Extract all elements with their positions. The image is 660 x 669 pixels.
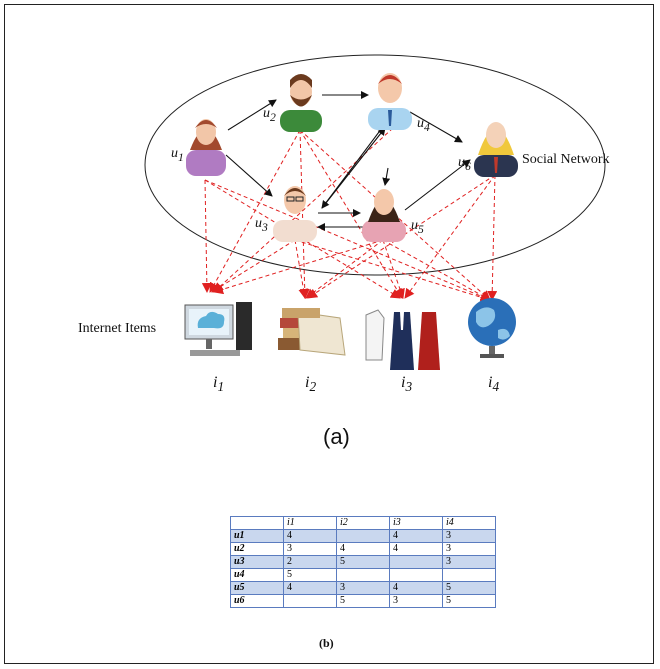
figure-frame [4, 4, 654, 664]
rating-cell: 4 [389, 581, 443, 595]
table-row: u5 4 3 4 5 [230, 581, 496, 595]
table-row: u1 4 4 3 [230, 529, 496, 543]
item-i4-globe-icon [468, 298, 516, 358]
item-i3-clothes-icon [365, 309, 440, 370]
social-network-ellipse [144, 54, 606, 276]
rating-cell: 3 [389, 594, 443, 608]
item-label-i3: i3 [401, 374, 413, 395]
row-user: u4 [230, 568, 284, 582]
rating-cell: 3 [442, 542, 496, 556]
social-edges [225, 91, 471, 231]
row-user: u2 [230, 542, 284, 556]
rating-cell: 3 [442, 555, 496, 569]
user-u2-avatar [280, 74, 322, 132]
rating-cell [389, 568, 443, 582]
table-header-cell: i4 [442, 516, 496, 530]
user-label-u3: u3 [255, 216, 268, 234]
rating-cell [389, 555, 443, 569]
table-row: u3 2 5 3 [230, 555, 496, 569]
item-label-i4: i4 [488, 374, 500, 395]
item-i1-computer-icon [184, 302, 252, 356]
table-row: u6 5 3 5 [230, 594, 496, 608]
user-label-u1: u1 [171, 146, 184, 164]
user-u1-avatar [186, 119, 226, 176]
item-i2-books-icon [278, 308, 346, 356]
rating-cell: 2 [283, 555, 337, 569]
rating-cell: 3 [442, 529, 496, 543]
user-label-u2: u2 [263, 106, 276, 124]
table-header-cell: i1 [283, 516, 337, 530]
rating-edges [201, 127, 498, 303]
rating-cell [336, 529, 390, 543]
table-header-cell: i3 [389, 516, 443, 530]
user-u5-avatar [362, 189, 406, 242]
table-header-row: i1 i2 i3 i4 [230, 516, 496, 530]
rating-cell: 4 [283, 529, 337, 543]
rating-cell: 3 [283, 542, 337, 556]
rating-cell: 5 [442, 594, 496, 608]
rating-cell: 4 [389, 529, 443, 543]
row-user: u5 [230, 581, 284, 595]
rating-cell: 4 [389, 542, 443, 556]
row-user: u3 [230, 555, 284, 569]
table-header-cell: i2 [336, 516, 390, 530]
internet-items-label: Internet Items [78, 321, 157, 336]
rating-cell: 5 [336, 594, 390, 608]
user-label-u4: u4 [417, 116, 430, 134]
rating-cell: 5 [283, 568, 337, 582]
rating-cell: 5 [336, 555, 390, 569]
user-label-u5: u5 [411, 218, 424, 236]
user-u3-avatar [273, 186, 317, 242]
rating-cell [442, 568, 496, 582]
table-row: u4 5 [230, 568, 496, 582]
rating-table: i1 i2 i3 i4 u1 4 4 3 u2 3 4 4 3 u3 2 5 3… [230, 516, 496, 608]
rating-cell: 5 [442, 581, 496, 595]
rating-cell [336, 568, 390, 582]
rating-cell: 4 [336, 542, 390, 556]
row-user: u6 [230, 594, 284, 608]
item-label-i2: i2 [305, 374, 317, 395]
user-u4-avatar [368, 73, 412, 130]
caption-b: (b) [319, 636, 334, 650]
user-label-u6: u6 [458, 155, 471, 173]
rating-cell: 4 [283, 581, 337, 595]
table-row: u2 3 4 4 3 [230, 542, 496, 556]
social-network-label: Social Network [522, 152, 610, 167]
rating-cell: 3 [336, 581, 390, 595]
table-header-cell [230, 516, 284, 530]
rating-cell [283, 594, 337, 608]
caption-a: (a) [323, 424, 350, 449]
user-u6-avatar [474, 122, 518, 177]
item-label-i1: i1 [213, 374, 225, 395]
row-user: u1 [230, 529, 284, 543]
